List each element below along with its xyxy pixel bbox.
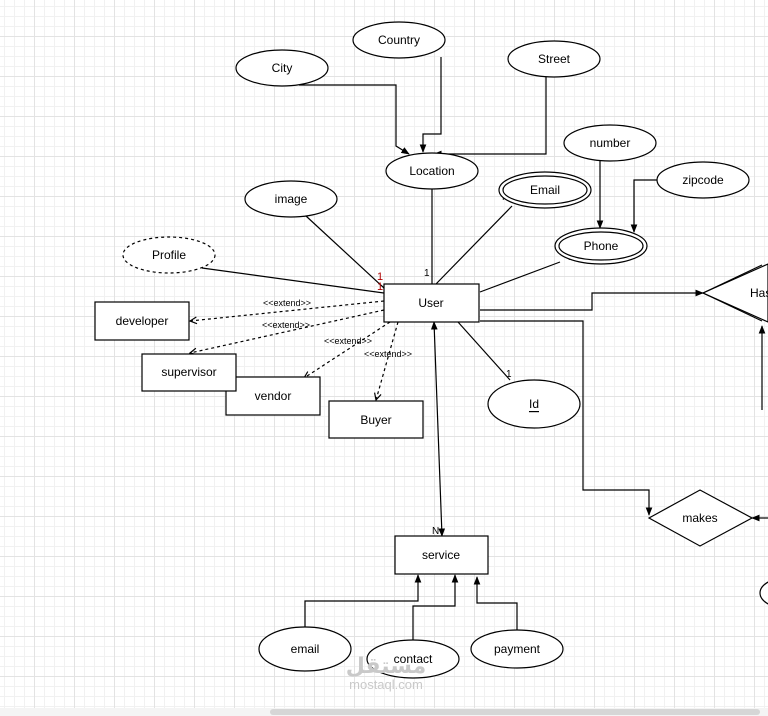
edge-email-service[interactable] <box>304 574 422 628</box>
edge-zipcode-phone[interactable] <box>630 179 658 233</box>
edge-extend-buyer[interactable] <box>376 321 399 400</box>
relationship-makes[interactable]: makes <box>647 489 754 547</box>
edge-user-service[interactable] <box>430 321 446 537</box>
entity-buyer[interactable]: Buyer <box>328 400 424 439</box>
extend-label-supervisor: <<extend>> <box>262 320 310 330</box>
edge-extend-developer[interactable] <box>190 300 385 321</box>
attribute-id-key[interactable]: Id <box>487 379 581 429</box>
svg-text:Country: Country <box>378 33 420 47</box>
cardinality-location: 1 <box>424 268 430 279</box>
cardinality-service: N <box>432 526 439 537</box>
svg-text:Profile: Profile <box>152 248 186 262</box>
horizontal-scrollbar-thumb[interactable] <box>270 709 760 715</box>
svg-text:email: email <box>291 642 320 656</box>
attribute-payment[interactable]: payment <box>470 629 564 669</box>
edge-user-makes[interactable] <box>480 320 653 516</box>
edge-city-location[interactable] <box>299 84 410 155</box>
svg-text:Street: Street <box>538 52 571 66</box>
attribute-zipcode[interactable]: zipcode <box>656 161 750 199</box>
cardinality-image: 1 <box>377 271 383 283</box>
svg-text:City: City <box>272 61 293 75</box>
svg-text:number: number <box>590 136 631 150</box>
entity-user[interactable]: User <box>383 283 480 323</box>
svg-text:Has: Has <box>750 286 768 300</box>
attribute-image[interactable]: image <box>244 180 338 218</box>
attribute-phone-multivalued[interactable]: Phone <box>554 227 648 265</box>
edge-contact-service[interactable] <box>412 574 459 640</box>
edge-profile-user[interactable] <box>201 267 385 294</box>
edges <box>190 57 768 640</box>
extend-label-buyer: <<extend>> <box>364 349 412 359</box>
svg-text:developer: developer <box>116 314 169 328</box>
svg-text:Email: Email <box>530 183 560 197</box>
watermark-arabic: مستقل <box>345 654 427 679</box>
svg-text:zipcode: zipcode <box>682 173 724 187</box>
watermark-logo: مستقل mostaql.com <box>336 656 436 692</box>
attribute-service-email[interactable]: email <box>258 626 352 672</box>
edge-extend-vendor[interactable] <box>304 321 391 378</box>
attribute-profile-derived[interactable]: Profile <box>122 236 216 274</box>
svg-text:supervisor: supervisor <box>161 365 216 379</box>
edge-street-location[interactable] <box>433 77 547 158</box>
edge-email-user[interactable] <box>435 205 513 285</box>
cardinality-id: 1 <box>506 369 512 380</box>
attribute-partial-right[interactable] <box>759 577 768 609</box>
edge-id-user[interactable] <box>457 321 511 381</box>
edge-image-user[interactable] <box>305 215 385 289</box>
attribute-country[interactable]: Country <box>352 21 446 59</box>
extend-label-developer: <<extend>> <box>263 298 311 308</box>
edge-user-has[interactable] <box>480 289 704 311</box>
svg-text:service: service <box>422 548 460 562</box>
extend-label-vendor: <<extend>> <box>324 336 372 346</box>
relationship-has[interactable]: Has <box>701 263 768 323</box>
svg-text:Phone: Phone <box>584 239 619 253</box>
attribute-street[interactable]: Street <box>507 40 601 78</box>
svg-text:vendor: vendor <box>255 389 292 403</box>
svg-text:makes: makes <box>682 511 717 525</box>
attribute-city[interactable]: City <box>235 49 329 87</box>
entity-service[interactable]: service <box>394 535 489 575</box>
svg-text:Id: Id <box>529 397 539 411</box>
edge-country-location[interactable] <box>419 57 442 153</box>
edge-phone-user[interactable] <box>479 261 561 293</box>
edge-labels: <<extend>> <<extend>> <<extend>> <<exten… <box>262 192 575 537</box>
attribute-location[interactable]: Location <box>385 152 479 190</box>
entity-supervisor[interactable]: supervisor <box>141 353 237 392</box>
attribute-contact[interactable]: contact <box>366 639 460 679</box>
edge-extend-supervisor[interactable] <box>190 309 385 353</box>
svg-text:Location: Location <box>409 164 454 178</box>
svg-text:contact: contact <box>394 652 433 666</box>
svg-text:Buyer: Buyer <box>360 413 391 427</box>
entity-vendor[interactable]: vendor <box>225 376 321 416</box>
watermark-latin: mostaql.com <box>349 677 423 692</box>
attribute-number[interactable]: number <box>563 124 657 162</box>
attribute-email-multivalued[interactable]: Email <box>498 171 592 209</box>
cardinality-profile: 1 <box>377 281 383 293</box>
svg-text:image: image <box>275 192 308 206</box>
entity-developer[interactable]: developer <box>94 301 190 341</box>
svg-text:payment: payment <box>494 642 541 656</box>
svg-text:User: User <box>418 296 443 310</box>
edge-payment-service[interactable] <box>473 576 518 632</box>
